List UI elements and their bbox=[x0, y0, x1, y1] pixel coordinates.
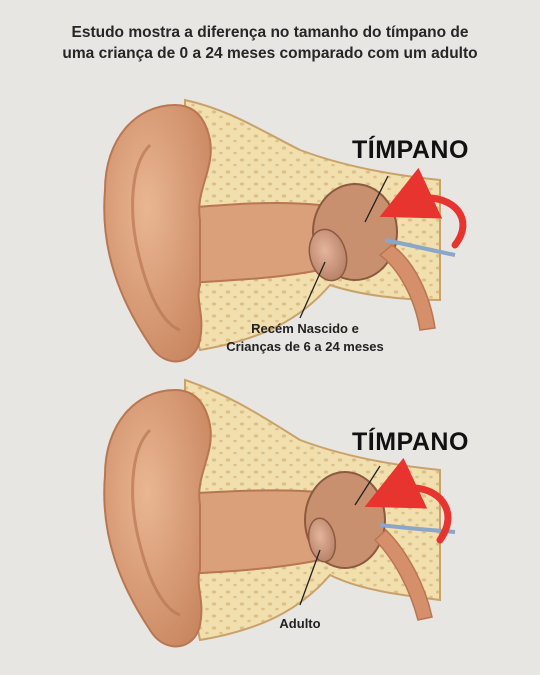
adult-caption-line-1: Adulto bbox=[279, 616, 321, 631]
adult-eardrum bbox=[307, 517, 337, 563]
child-ear-diagram bbox=[103, 98, 467, 363]
title-line-1: Estudo mostra a diferença no tamanho do … bbox=[71, 24, 469, 41]
child-caption-leader bbox=[299, 261, 326, 319]
child-auditory-tube bbox=[378, 244, 436, 331]
title-line-2: uma criança de 0 a 24 meses comparado co… bbox=[62, 45, 478, 62]
child-caption-line-1: Recém Nascido e bbox=[251, 321, 359, 336]
adult-auditory-tube bbox=[373, 528, 433, 621]
child-nerve bbox=[384, 238, 456, 257]
child-direction-arrow bbox=[379, 167, 467, 249]
adult-outer-ear bbox=[103, 388, 212, 648]
adult-eardrum-label: TÍMPANO bbox=[352, 428, 469, 456]
adult-caption: Adulto bbox=[260, 615, 340, 633]
adult-caption-leader bbox=[299, 549, 321, 606]
child-helix-fold bbox=[131, 143, 181, 332]
page-title: Estudo mostra a diferença no tamanho do … bbox=[0, 22, 540, 64]
adult-eardrum-leader bbox=[354, 465, 381, 506]
child-eardrum-label: TÍMPANO bbox=[352, 136, 469, 164]
child-eardrum bbox=[308, 228, 348, 282]
child-caption: Recém Nascido e Crianças de 6 a 24 meses bbox=[215, 320, 395, 356]
child-caption-line-2: Crianças de 6 a 24 meses bbox=[226, 339, 384, 354]
adult-helix-fold bbox=[131, 428, 181, 617]
child-outer-ear bbox=[103, 103, 212, 363]
adult-direction-arrow bbox=[364, 457, 452, 544]
child-eardrum-leader bbox=[364, 175, 389, 223]
adult-ear-diagram bbox=[103, 378, 456, 648]
